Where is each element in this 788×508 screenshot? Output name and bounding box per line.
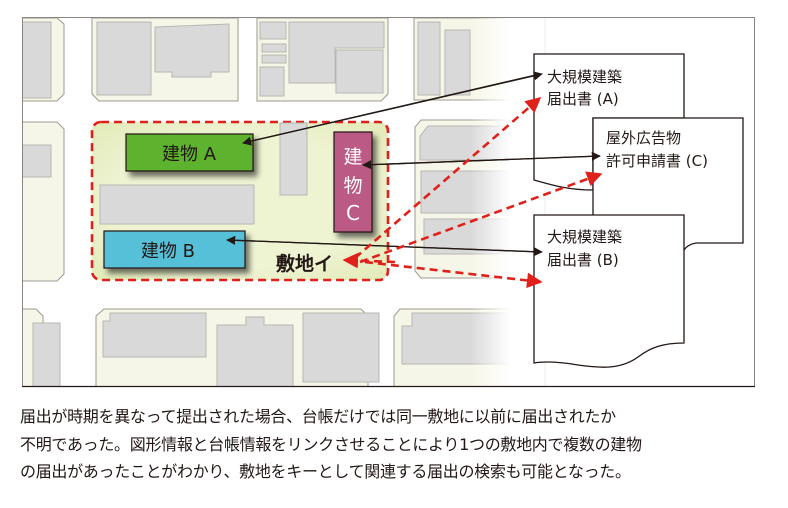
link-site-to-document-b [364,260,543,289]
building-a-label: 建物 A [162,144,217,165]
building-c-label-1: 建 [343,146,362,168]
site-document-link-diagram: 建物 A 建物 B 建 物 C 敷地イ 大規模建築 届出書 (A) 屋外広告物 … [22,17,755,388]
link-document-a-arrowhead [242,71,543,144]
building-b-label: 建物 B [141,241,195,262]
building-a [125,133,254,172]
document-c-line-1: 屋外広告物 [606,129,681,147]
caption-line-3: の届出があったことがわかり、敷地をキーとして関連する届出の検索も可能となった。 [20,462,631,481]
document-c-line-2: 許可申請書 (C) [606,152,708,170]
document-a-line-2: 届出書 (A) [547,90,619,108]
link-document-b-arrowhead [226,239,543,257]
caption: 届出が時期を異なって提出された場合、台帳だけでは同一敷地に以前に届出されたか 不… [20,403,780,486]
link-site-arrowhead [342,252,396,269]
document-b-line-2: 届出書 (B) [547,251,619,269]
building-c-label-3: C [346,201,360,225]
caption-line-1: 届出が時期を異なって提出された場合、台帳だけでは同一敷地に以前に届出されたか [20,407,616,426]
site-label: 敷地イ [276,252,333,275]
building-b [103,230,246,269]
link-document-c-arrowhead [362,151,601,166]
caption-line-2: 不明であった。図形情報と台帳情報をリンクさせることにより1つの敷地内で複数の建物 [20,434,642,454]
link-site-to-document-c [359,171,603,264]
document-b [533,214,685,368]
document-a-line-1: 大規模建築 [547,68,622,86]
document-b-line-1: 大規模建築 [547,228,622,246]
building-c-label-2: 物 [343,175,362,197]
building-c [333,131,373,233]
link-site-to-document-a [354,96,542,259]
